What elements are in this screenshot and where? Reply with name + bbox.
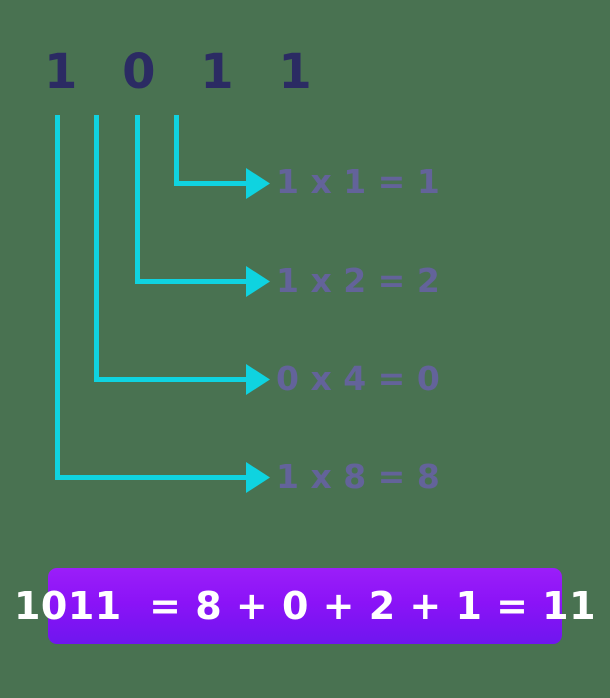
connector-path-bit-8 (55, 115, 248, 480)
equation-bit-4: 0 x 4 = 0 (276, 359, 440, 398)
arrowhead-icon-bit-1 (246, 168, 270, 199)
connector-path-bit-4 (94, 115, 248, 382)
equation-bit-8: 1 x 8 = 8 (276, 457, 440, 496)
connector-path-bit-1 (174, 115, 248, 186)
result-equation-text: 1011 = 8 + 0 + 2 + 1 = 11 (13, 584, 597, 628)
connector-path-bit-2 (135, 115, 248, 284)
result-banner: 1011 = 8 + 0 + 2 + 1 = 11 (14, 568, 596, 644)
arrowhead-icon-bit-8 (246, 462, 270, 493)
arrowhead-icon-bit-2 (246, 266, 270, 297)
binary-number-digits: 1 0 1 1 (44, 44, 326, 100)
arrowhead-icon-bit-4 (246, 364, 270, 395)
equation-bit-1: 1 x 1 = 1 (276, 162, 440, 201)
equation-bit-2: 1 x 2 = 2 (276, 261, 440, 300)
